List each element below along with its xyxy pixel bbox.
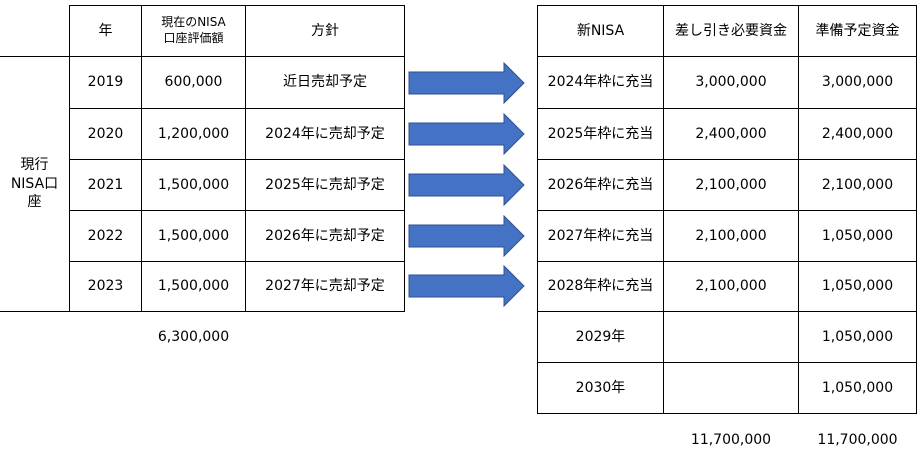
- row-policy: 2027年に売却予定: [265, 278, 385, 295]
- right-table-top-border: [537, 5, 917, 6]
- row-required: 3,000,000: [695, 74, 767, 91]
- right-row-border-6: [537, 362, 917, 363]
- right-col-border-3: [798, 5, 799, 414]
- row-year: 2021: [87, 176, 124, 193]
- row-year: 2023: [87, 278, 124, 295]
- row-required: 2,100,000: [695, 227, 767, 244]
- right-col-border-4: [916, 5, 917, 414]
- header-current-value: 現在のNISA 口座評価額: [142, 6, 245, 56]
- row-policy: 2026年に売却予定: [265, 227, 385, 244]
- left-col-border-1: [69, 5, 70, 312]
- right-col-border-2: [663, 5, 664, 414]
- row-value: 1,500,000: [157, 278, 230, 295]
- row-required: 2,100,000: [695, 278, 767, 295]
- right-row-border-3: [537, 210, 917, 211]
- side-label-line3: 座: [27, 194, 42, 211]
- side-label-line2: NISA口: [10, 175, 59, 192]
- row-policy: 近日売却予定: [283, 74, 367, 91]
- total-required-funds: 11,700,000: [690, 431, 772, 448]
- left-table-top-border: [69, 5, 405, 6]
- left-header-bottom-border: [0, 56, 405, 57]
- header-new-nisa: 新NISA: [576, 22, 625, 39]
- row-planned: 1,050,000: [821, 278, 894, 295]
- header-current-value-line1: 現在のNISA: [161, 15, 226, 30]
- right-arrow-icon: [408, 215, 525, 257]
- row-planned: 1,050,000: [821, 328, 894, 345]
- right-arrow-icon: [408, 164, 525, 206]
- row-allocation-label: 2024年枠に充当: [547, 74, 654, 91]
- row-policy: 2025年に売却予定: [265, 176, 385, 193]
- header-year: 年: [98, 22, 113, 39]
- row-year: 2020: [87, 125, 124, 142]
- left-col-border-2: [141, 5, 142, 312]
- row-allocation-label: 2025年枠に充当: [547, 125, 654, 142]
- right-table-bottom-border: [537, 413, 917, 414]
- row-value: 1,500,000: [157, 227, 230, 244]
- row-allocation-label: 2029年: [575, 328, 626, 345]
- row-year: 2019: [87, 74, 124, 91]
- right-header-bottom-border: [537, 56, 917, 57]
- right-arrow-icon: [408, 113, 525, 155]
- left-row-border-1: [69, 108, 405, 109]
- right-row-border-5: [537, 311, 917, 312]
- row-year: 2022: [87, 227, 124, 244]
- right-row-border-1: [537, 108, 917, 109]
- header-planned-funds: 準備予定資金: [815, 22, 900, 39]
- row-required: [664, 312, 798, 362]
- total-planned-funds: 11,700,000: [817, 431, 898, 448]
- row-required: [664, 363, 798, 413]
- right-col-border-1: [537, 5, 538, 414]
- row-planned: 2,100,000: [821, 176, 894, 193]
- left-total-value: 6,300,000: [157, 328, 230, 345]
- header-required-funds: 差し引き必要資金: [675, 22, 787, 39]
- right-arrow-icon: [408, 62, 525, 104]
- row-planned: 1,050,000: [821, 227, 894, 244]
- row-allocation-label: 2030年: [575, 379, 626, 396]
- header-current-value-line2: 口座評価額: [163, 31, 224, 45]
- row-allocation-label: 2028年枠に充当: [547, 278, 654, 295]
- left-row-border-4: [69, 261, 405, 262]
- side-label-current-nisa: 現行 NISA口 座: [0, 57, 69, 311]
- right-row-border-4: [537, 261, 917, 262]
- row-value: 1,500,000: [157, 176, 230, 193]
- left-row-border-3: [69, 210, 405, 211]
- row-value: 600,000: [164, 74, 223, 91]
- left-col-border-4: [404, 5, 405, 312]
- row-allocation-label: 2027年枠に充当: [547, 227, 654, 244]
- right-arrow-icon: [408, 265, 525, 307]
- side-label-line1: 現行: [20, 156, 49, 173]
- row-required: 2,100,000: [695, 176, 767, 193]
- row-required: 2,400,000: [695, 125, 767, 142]
- row-value: 1,200,000: [157, 125, 230, 142]
- right-row-border-2: [537, 159, 917, 160]
- left-col-border-3: [245, 5, 246, 312]
- row-planned: 1,050,000: [821, 379, 894, 396]
- row-policy: 2024年に売却予定: [265, 125, 385, 142]
- left-row-border-2: [69, 159, 405, 160]
- row-allocation-label: 2026年枠に充当: [547, 176, 654, 193]
- header-policy: 方針: [311, 22, 339, 39]
- left-table-bottom-border: [0, 311, 405, 312]
- row-planned: 2,400,000: [821, 125, 894, 142]
- row-planned: 3,000,000: [821, 74, 894, 91]
